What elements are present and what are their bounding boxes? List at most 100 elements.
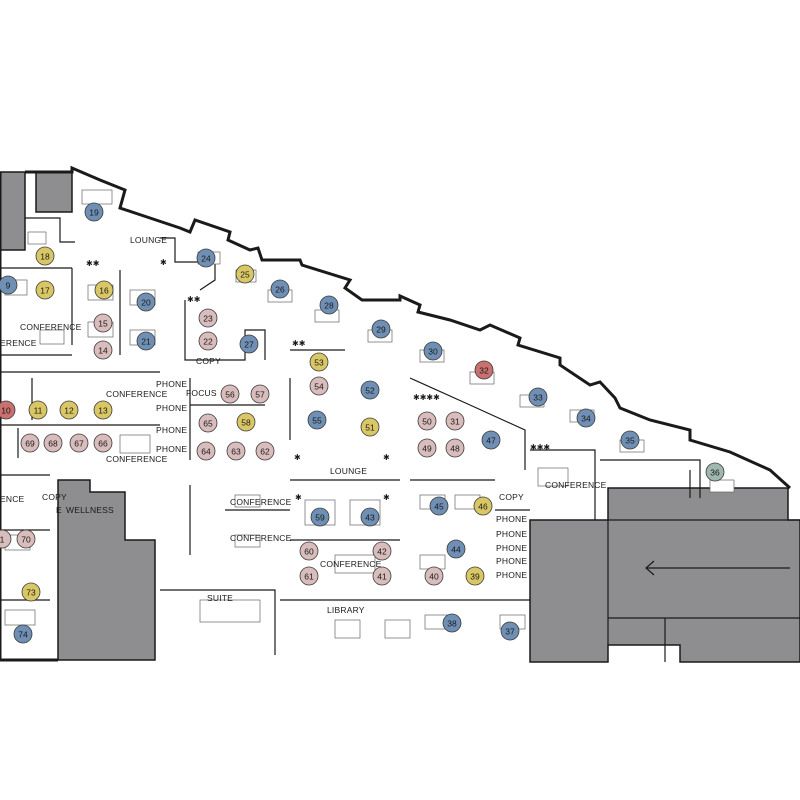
seat-marker[interactable]: 48	[445, 438, 465, 458]
seat-marker[interactable]: 12	[59, 400, 79, 420]
seat-marker[interactable]: 46	[473, 496, 493, 516]
seat-marker[interactable]: 62	[255, 441, 275, 461]
seat-marker[interactable]: 73	[21, 582, 41, 602]
room-label-conference-c2: CONFERENCE	[230, 533, 292, 543]
seat-circle	[576, 408, 596, 428]
seat-number: 60	[304, 547, 314, 557]
room-label-conference-right: CONFERENCE	[545, 480, 607, 490]
seat-number: 54	[314, 382, 324, 392]
seat-circle	[236, 412, 256, 432]
seat-marker[interactable]: 29	[371, 319, 391, 339]
seat-marker[interactable]: 42	[372, 541, 392, 561]
svg-text:✱✱✱: ✱✱✱	[530, 443, 550, 452]
seat-circle	[43, 433, 63, 453]
seat-marker[interactable]: 39	[465, 566, 485, 586]
seat-marker[interactable]: 11	[28, 400, 48, 420]
seat-marker[interactable]: 23	[198, 308, 218, 328]
seat-marker[interactable]: 28	[319, 295, 339, 315]
seat-marker[interactable]: 67	[69, 433, 89, 453]
seat-marker[interactable]: 9	[0, 275, 18, 295]
seat-marker[interactable]: 21	[136, 331, 156, 351]
seat-marker[interactable]: 74	[13, 624, 33, 644]
seat-number: 46	[478, 502, 488, 512]
seat-marker[interactable]: 18	[35, 246, 55, 266]
seat-marker[interactable]: 47	[481, 430, 501, 450]
seat-circle	[28, 400, 48, 420]
seat-marker[interactable]: 69	[20, 433, 40, 453]
seat-marker[interactable]: 27	[239, 334, 259, 354]
plant-markers: ✱✱ ✱✱ ✱✱ ✱✱✱✱ ✱✱✱ ✱ ✱ ✱ ✱ ✱	[86, 258, 550, 502]
seat-marker[interactable]: 41	[372, 566, 392, 586]
seat-circle	[417, 438, 437, 458]
seat-marker[interactable]: 56	[220, 384, 240, 404]
room-label-lounge-top: LOUNGE	[130, 235, 167, 245]
seat-circle	[93, 400, 113, 420]
seat-marker[interactable]: 15	[93, 313, 113, 333]
seat-marker[interactable]: 50	[417, 411, 437, 431]
seat-marker[interactable]: 10	[0, 400, 16, 420]
seat-marker[interactable]: 65	[198, 413, 218, 433]
seat-marker[interactable]: 60	[299, 541, 319, 561]
seat-circle	[481, 430, 501, 450]
seat-marker[interactable]: 16	[94, 280, 114, 300]
seat-marker[interactable]: 31	[445, 411, 465, 431]
seat-marker[interactable]: 14	[93, 340, 113, 360]
seat-marker[interactable]: 45	[429, 496, 449, 516]
seat-marker[interactable]: 17	[35, 280, 55, 300]
seat-marker[interactable]: 53	[309, 352, 329, 372]
seat-marker[interactable]: 34	[576, 408, 596, 428]
seat-marker[interactable]: 51	[360, 417, 380, 437]
seat-circle	[423, 341, 443, 361]
seat-marker[interactable]: 61	[299, 566, 319, 586]
seat-circle	[270, 279, 290, 299]
seat-marker[interactable]: 40	[424, 566, 444, 586]
seat-marker[interactable]: 33	[528, 387, 548, 407]
seat-number: 63	[231, 447, 241, 457]
seat-marker[interactable]: 35	[620, 430, 640, 450]
seat-number: 52	[365, 386, 375, 396]
seat-marker[interactable]: 54	[309, 376, 329, 396]
seat-marker[interactable]: 19	[84, 202, 104, 222]
room-label-lounge-mid: LOUNGE	[330, 466, 367, 476]
seat-circle	[198, 308, 218, 328]
seat-marker[interactable]: 44	[446, 539, 466, 559]
seat-circle	[474, 360, 494, 380]
seat-marker[interactable]: 59	[310, 507, 330, 527]
seat-marker[interactable]: 63	[226, 441, 246, 461]
seat-marker[interactable]: 70	[16, 529, 36, 549]
seat-marker[interactable]: 43	[360, 507, 380, 527]
seat-marker[interactable]: 57	[250, 384, 270, 404]
seat-circle	[424, 566, 444, 586]
seat-number: 74	[18, 630, 28, 640]
seat-marker[interactable]: 37	[500, 621, 520, 641]
seat-marker[interactable]: 20	[136, 292, 156, 312]
seat-marker[interactable]: 13	[93, 400, 113, 420]
seat-marker[interactable]: 66	[93, 433, 113, 453]
seat-number: 20	[141, 298, 151, 308]
seat-marker[interactable]: 1	[0, 529, 12, 549]
seat-circle	[20, 433, 40, 453]
seat-marker[interactable]: 32	[474, 360, 494, 380]
seat-circle	[417, 411, 437, 431]
seat-marker[interactable]: 36	[705, 462, 725, 482]
room-label-library: LIBRARY	[327, 605, 365, 615]
svg-text:✱✱✱✱: ✱✱✱✱	[413, 393, 440, 402]
seat-marker[interactable]: 58	[236, 412, 256, 432]
seat-marker[interactable]: 26	[270, 279, 290, 299]
seat-marker[interactable]: 30	[423, 341, 443, 361]
seat-marker[interactable]: 25	[235, 264, 255, 284]
seat-circle	[255, 441, 275, 461]
seat-marker[interactable]: 22	[198, 331, 218, 351]
seat-marker[interactable]: 24	[196, 248, 216, 268]
seat-marker[interactable]: 64	[196, 441, 216, 461]
seat-number: 30	[428, 347, 438, 357]
seat-circle	[93, 433, 113, 453]
seat-marker[interactable]: 38	[442, 613, 462, 633]
seat-marker[interactable]: 55	[307, 410, 327, 430]
seat-marker[interactable]: 68	[43, 433, 63, 453]
seat-circle	[93, 340, 113, 360]
seat-marker[interactable]: 52	[360, 380, 380, 400]
seat-marker[interactable]: 49	[417, 438, 437, 458]
seat-number: 44	[451, 545, 461, 555]
